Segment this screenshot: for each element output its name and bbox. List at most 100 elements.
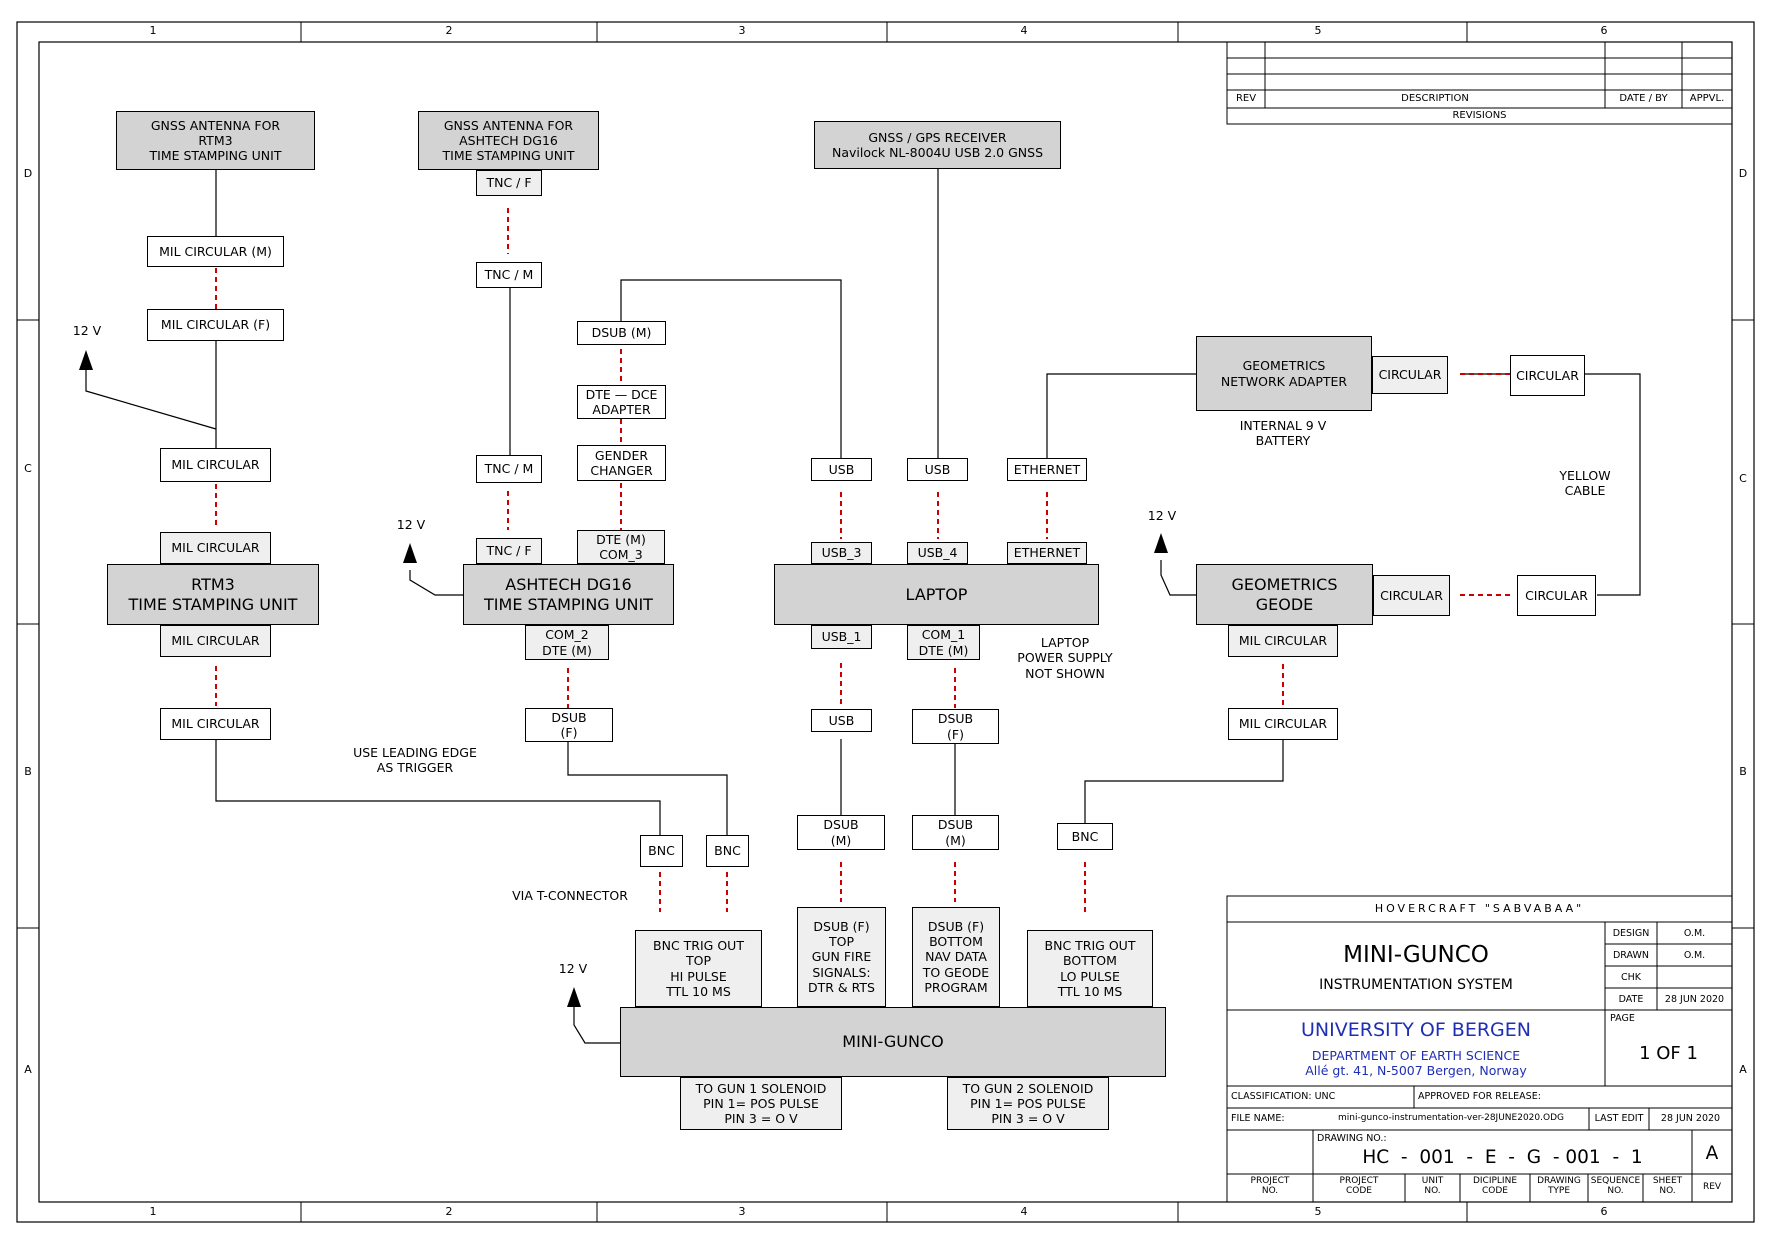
tb-code-unit-no: UNIT NO. (1421, 1176, 1444, 1197)
rev-header: REV (1235, 93, 1257, 104)
tb-approved-for-release: APPROVED FOR RELEASE: (1418, 1091, 1541, 1102)
tb-drawn-value: O.M. (1683, 950, 1706, 961)
col-label-2-bottom: 2 (445, 1205, 453, 1218)
to-gun-2-solenoid: TO GUN 2 SOLENOID PIN 1= POS PULSE PIN 3… (947, 1077, 1109, 1130)
tb-address: Allé gt. 41, N-5007 Bergen, Norway (1305, 1063, 1527, 1078)
tb-code-project-no: PROJECT NO. (1250, 1176, 1290, 1197)
gender-changer: GENDER CHANGER (577, 445, 666, 481)
bnc-connector-3: BNC (1057, 823, 1113, 850)
col-label-3-bottom: 3 (738, 1205, 746, 1218)
col-label-4-bottom: 4 (1020, 1205, 1028, 1218)
tb-last-edit-value: 28 JUN 2020 (1660, 1113, 1721, 1124)
row-label-a: A (24, 1063, 32, 1076)
tnc-m-cable-bottom: TNC / M (476, 455, 542, 483)
circular-geode-port: CIRCULAR (1373, 575, 1450, 616)
laptop: LAPTOP (774, 564, 1099, 625)
note-12v-geode: 12 V (1147, 508, 1177, 523)
ethernet-cable: ETHERNET (1007, 458, 1087, 481)
tb-subtitle: INSTRUMENTATION SYSTEM (1319, 977, 1513, 993)
bnc-trig-out-bottom: BNC TRIG OUT BOTTOM LO PULSE TTL 10 MS (1027, 930, 1153, 1007)
col-label-1: 1 (149, 24, 157, 37)
bnc-trig-out-top: BNC TRIG OUT TOP HI PULSE TTL 10 MS (635, 930, 762, 1007)
col-label-5-bottom: 5 (1314, 1205, 1322, 1218)
description-header: DESCRIPTION (1401, 93, 1469, 104)
note-leading-edge: USE LEADING EDGE AS TRIGGER (353, 745, 477, 776)
col-label-5: 5 (1314, 24, 1322, 37)
laptop-usb1-port: USB_1 (811, 625, 872, 649)
tb-drawn-label: DRAWN (1612, 950, 1649, 961)
dsub-f-laptop-cable: DSUB (F) (912, 709, 999, 744)
tb-drawing-no-label: DRAWING NO.: (1317, 1133, 1387, 1144)
tb-code-rev: REV (1702, 1182, 1722, 1192)
mil-circular-geode-port: MIL CIRCULAR (1228, 625, 1338, 657)
row-label-b-right: B (1739, 765, 1747, 778)
mil-circular-geode-cable: MIL CIRCULAR (1228, 708, 1338, 740)
circular-adapter-port: CIRCULAR (1372, 356, 1448, 394)
dte-dce-adapter: DTE — DCE ADAPTER (577, 385, 666, 419)
col-label-4: 4 (1020, 24, 1028, 37)
bnc-connector-2: BNC (706, 835, 749, 867)
mil-circular-rtm3-cable-2: MIL CIRCULAR (160, 708, 271, 740)
mil-circular-f: MIL CIRCULAR (F) (147, 309, 284, 341)
dsub-f-bottom: DSUB (F) BOTTOM NAV DATA TO GEODE PROGRA… (912, 907, 1000, 1007)
tb-code-sheet-no: SHEET NO. (1652, 1176, 1683, 1197)
tb-page-value: 1 OF 1 (1639, 1043, 1698, 1064)
tb-rev-value: A (1705, 1143, 1719, 1164)
tb-design-value: O.M. (1683, 928, 1706, 939)
dsub-m-cable-1: DSUB (M) (797, 815, 885, 850)
tb-project-name: HOVERCRAFT "SABVABAA" (1374, 902, 1585, 915)
col-label-2: 2 (445, 24, 453, 37)
usb-cable-to-usb3: USB (811, 458, 872, 481)
row-label-c-right: C (1739, 472, 1747, 485)
col-label-6-bottom: 6 (1600, 1205, 1608, 1218)
usb-cable-laptop: USB (811, 709, 872, 732)
note-12v-rtm3: 12 V (72, 323, 102, 338)
note-12v-minigunco: 12 V (558, 961, 588, 976)
note-laptop-power: LAPTOP POWER SUPPLY NOT SHOWN (1017, 635, 1113, 681)
row-label-b: B (24, 765, 32, 778)
circular-connector-top: CIRCULAR (1510, 355, 1585, 396)
row-label-d: D (23, 167, 33, 180)
dsub-m-cable-2: DSUB (M) (912, 815, 999, 850)
tb-code-drawing-type: DRAWING TYPE (1537, 1176, 1581, 1197)
tb-classification: CLASSIFICATION: UNC (1231, 1091, 1336, 1102)
note-t-connector: VIA T-CONNECTOR (512, 888, 628, 903)
laptop-com1-port: COM_1 DTE (M) (907, 625, 980, 660)
mil-circular-rtm3-out: MIL CIRCULAR (160, 625, 271, 657)
mini-gunco: MINI-GUNCO (620, 1007, 1166, 1077)
bnc-connector-1: BNC (640, 835, 683, 867)
tb-page-label: PAGE (1610, 1013, 1635, 1024)
circular-connector-bottom: CIRCULAR (1517, 575, 1596, 616)
mil-circular-m: MIL CIRCULAR (M) (147, 236, 284, 267)
tb-title: MINI-GUNCO (1343, 942, 1489, 968)
tnc-f-ashtech: TNC / F (476, 538, 542, 564)
tb-file-name-label: FILE NAME: (1231, 1113, 1285, 1124)
tb-last-edit-label: LAST EDIT (1594, 1113, 1644, 1124)
tb-date-label: DATE (1618, 994, 1644, 1005)
tb-drawing-number: HC - 001 - E - G - 001 - 1 (1362, 1147, 1643, 1168)
tb-code-project-code: PROJECT CODE (1339, 1176, 1379, 1197)
dte-m-com3: DTE (M) COM_3 (577, 530, 665, 564)
laptop-usb3-port: USB_3 (811, 542, 872, 564)
date-by-header: DATE / BY (1619, 93, 1668, 104)
revisions-caption: REVISIONS (1452, 110, 1507, 121)
tb-code-dicipline: DICIPLINE CODE (1472, 1176, 1518, 1197)
mil-circular-rtm3-in: MIL CIRCULAR (160, 532, 271, 564)
tb-date-value: 28 JUN 2020 (1664, 994, 1725, 1005)
laptop-ethernet-port: ETHERNET (1007, 542, 1087, 564)
to-gun-1-solenoid: TO GUN 1 SOLENOID PIN 1= POS PULSE PIN 3… (680, 1077, 842, 1130)
tb-design-label: DESIGN (1612, 928, 1650, 939)
dsub-f-top: DSUB (F) TOP GUN FIRE SIGNALS: DTR & RTS (797, 907, 886, 1007)
note-internal-battery: INTERNAL 9 V BATTERY (1239, 418, 1327, 449)
tb-department: DEPARTMENT OF EARTH SCIENCE (1311, 1048, 1521, 1063)
geometrics-network-adapter: GEOMETRICS NETWORK ADAPTER (1196, 336, 1372, 411)
geometrics-geode: GEOMETRICS GEODE (1196, 564, 1373, 625)
row-label-a-right: A (1739, 1063, 1747, 1076)
com2-dte-m: COM_2 DTE (M) (525, 625, 609, 660)
appvl-header: APPVL. (1689, 93, 1725, 104)
dsub-f-ashtech-cable: DSUB (F) (525, 708, 613, 742)
ashtech-dg16-time-stamping-unit: ASHTECH DG16 TIME STAMPING UNIT (463, 564, 674, 625)
gnss-gps-receiver: GNSS / GPS RECEIVER Navilock NL-8004U US… (814, 121, 1061, 169)
